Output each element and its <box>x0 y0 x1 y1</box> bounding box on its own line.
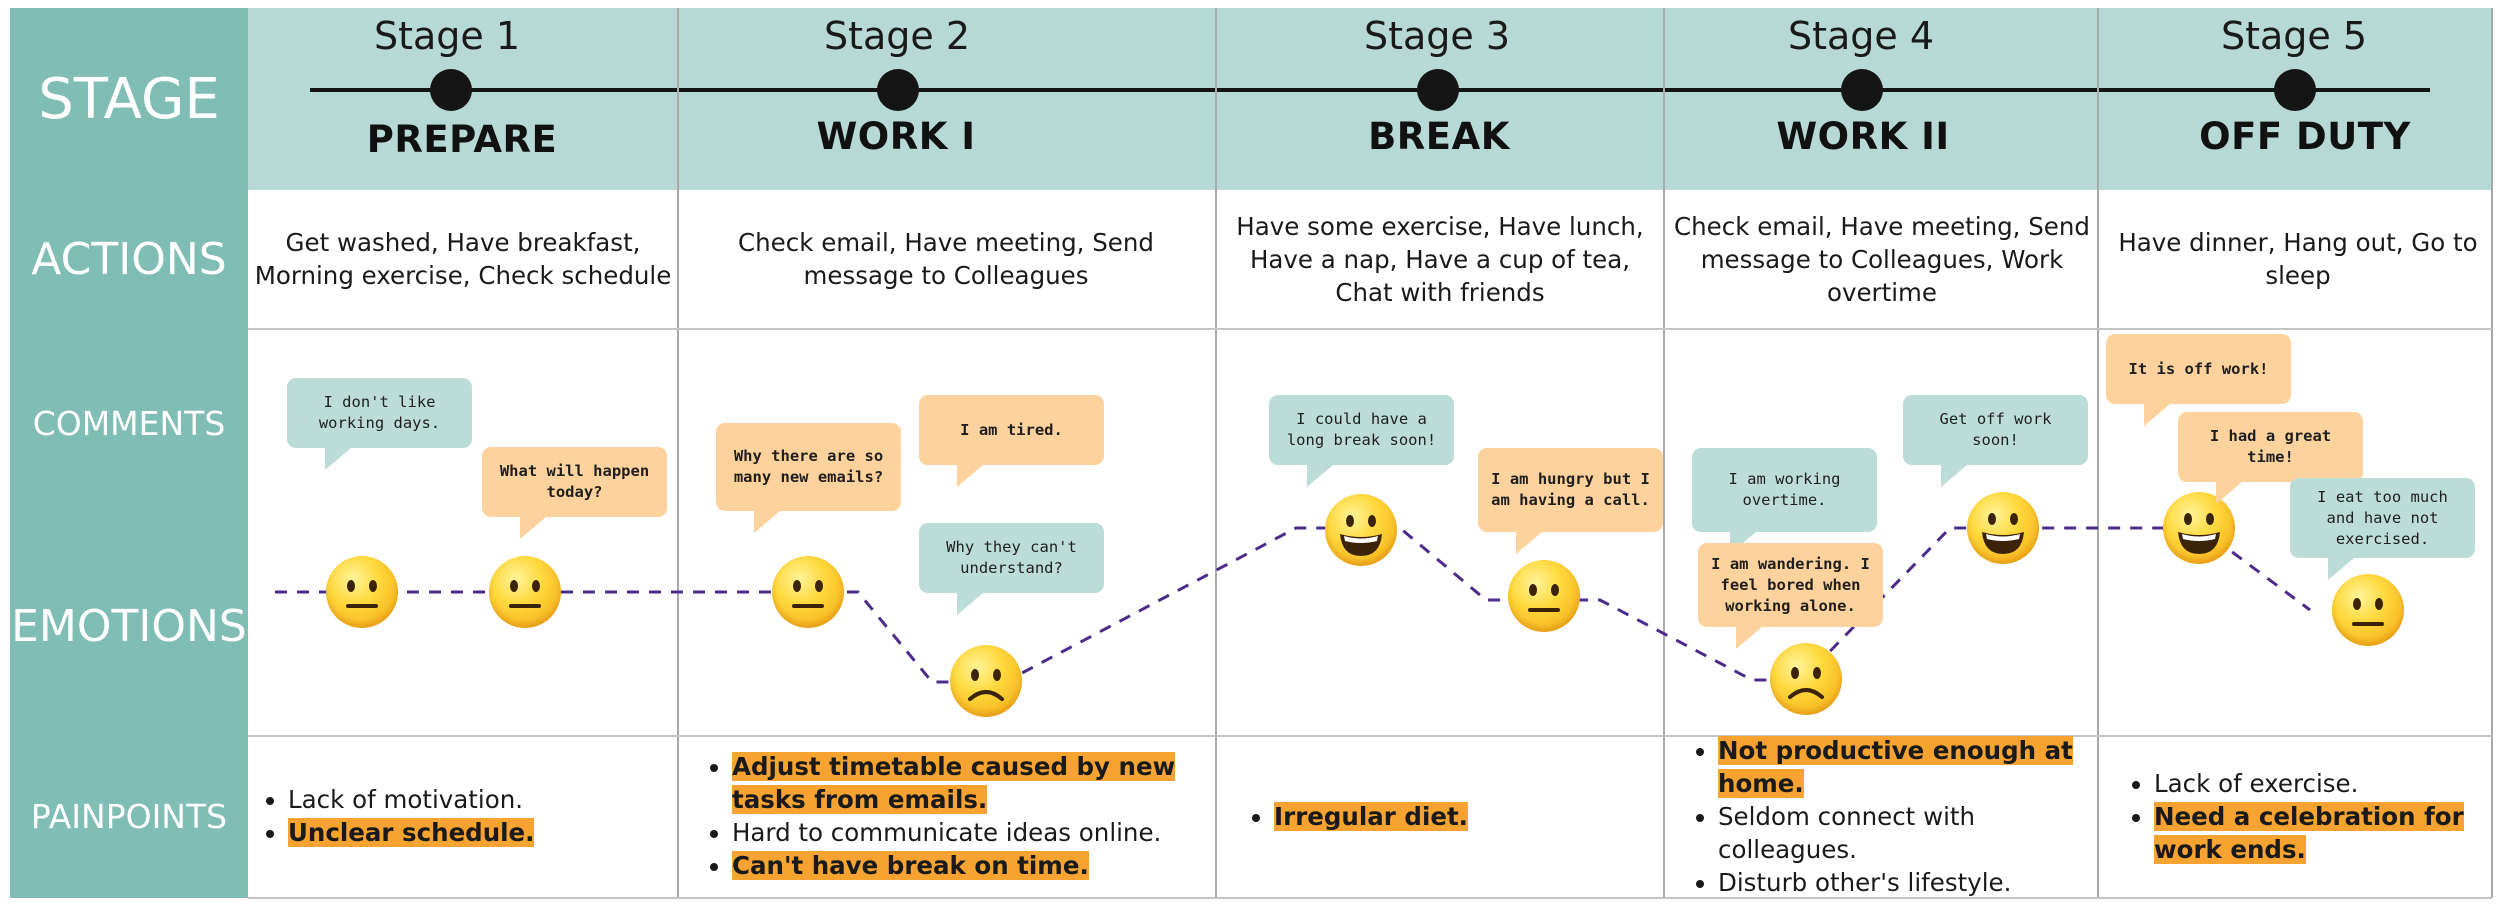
stage-5-actions: Have dinner, Hang out, Go to sleep <box>2118 228 2478 290</box>
painpoint-text-highlighted: Need a celebration for work ends. <box>2154 801 2464 864</box>
stage-2-number: Stage 2 <box>823 14 971 58</box>
painpoint-item: Unclear schedule. <box>288 816 535 849</box>
comment-bubble: I am working overtime. <box>1692 448 1877 554</box>
neutral-face-icon <box>772 556 844 628</box>
painpoint-list: Adjust timetable caused by new tasks fro… <box>706 750 1206 882</box>
painpoint-item: Seldom connect with colleagues. <box>1718 800 2092 866</box>
row-label-comments: COMMENTS <box>10 328 248 518</box>
painpoint-item: Disturb other's lifestyle. <box>1718 866 2092 899</box>
painpoint-list: Lack of motivation. Unclear schedule. <box>262 783 535 849</box>
painpoint-item: Irregular diet. <box>1274 800 1468 833</box>
stage-1-number: Stage 1 <box>373 14 521 58</box>
stage-1-actions: Get washed, Have breakfast, Morning exer… <box>254 228 672 290</box>
painpoint-text: Lack of motivation. <box>288 785 524 814</box>
comment-bubble: It is off work! <box>2106 334 2291 426</box>
stage-2-actions: Check email, Have meeting, Send message … <box>738 228 1154 290</box>
stage-4-actions: Check email, Have meeting, Send message … <box>1674 211 2090 307</box>
stage-2-name: WORK I <box>816 115 976 158</box>
column-divider <box>2097 8 2099 898</box>
stage-2-painpoints: Adjust timetable caused by new tasks fro… <box>706 740 1206 892</box>
stage-3-dot <box>1417 69 1459 111</box>
painpoint-item: Adjust timetable caused by new tasks fro… <box>732 750 1206 816</box>
painpoint-list: Irregular diet. <box>1248 800 1468 833</box>
stage-header-band <box>248 8 2492 190</box>
comment-bubble: Get off work soon! <box>1903 395 2088 487</box>
painpoint-text: Lack of exercise. <box>2154 768 2359 798</box>
painpoint-item: Can't have break on time. <box>732 849 1206 882</box>
column-divider <box>677 8 679 898</box>
neutral-face-icon <box>326 556 398 628</box>
neutral-face-icon <box>489 556 561 628</box>
painpoint-text: Hard to communicate ideas online. <box>732 818 1162 847</box>
stage-4-painpoints: Not productive enough at home. Seldom co… <box>1692 735 2092 897</box>
frowning-face-icon <box>950 645 1022 717</box>
neutral-face-icon <box>2332 574 2404 646</box>
stage-3-name: BREAK <box>1368 115 1510 158</box>
stage-4-number: Stage 4 <box>1787 14 1935 58</box>
stage-4-dot <box>1841 69 1883 111</box>
painpoint-list: Lack of exercise. Need a celebration for… <box>2128 767 2488 866</box>
stage-1-painpoints: Lack of motivation. Unclear schedule. <box>262 740 672 892</box>
painpoint-text-highlighted: Adjust timetable caused by new tasks fro… <box>732 752 1176 814</box>
stage-4-name: WORK II <box>1776 115 1950 158</box>
row-divider <box>248 735 2492 737</box>
stage-5-name: OFF DUTY <box>2199 115 2411 158</box>
stage-1-dot <box>430 69 472 111</box>
painpoint-item: Lack of motivation. <box>288 783 534 816</box>
painpoint-item: Lack of exercise. <box>2154 767 2488 800</box>
row-divider <box>248 897 2492 899</box>
painpoint-text: Disturb other's lifestyle. <box>1718 867 2012 897</box>
stage-timeline <box>310 88 2430 92</box>
painpoint-text-highlighted: Unclear schedule. <box>288 818 535 847</box>
stage-3-actions: Have some exercise, Have lunch, Have a n… <box>1236 211 1644 307</box>
painpoint-text-highlighted: Not productive enough at home. <box>1718 735 2073 798</box>
grinning-face-icon <box>1967 492 2039 564</box>
painpoint-item: Not productive enough at home. <box>1718 734 2092 800</box>
row-label-painpoints: PAINPOINTS <box>10 735 248 898</box>
comment-bubble: What will happen today? <box>482 447 667 539</box>
comment-bubble: I could have a long break soon! <box>1269 395 1454 487</box>
row-label-emotions: EMOTIONS <box>10 518 248 735</box>
comment-bubble: I am wandering. I feel bored when workin… <box>1698 543 1883 649</box>
column-divider <box>1663 8 1665 898</box>
grinning-face-icon <box>1325 494 1397 566</box>
comment-bubble: Why they can't understand? <box>919 523 1104 615</box>
row-label-stage: STAGE <box>10 8 248 190</box>
painpoint-list: Not productive enough at home. Seldom co… <box>1692 734 2092 899</box>
stage-3-number: Stage 3 <box>1363 14 1511 58</box>
painpoint-text: Seldom connect with colleagues. <box>1718 801 1976 864</box>
painpoint-item: Need a celebration for work ends. <box>2154 800 2488 866</box>
stage-5-painpoints: Lack of exercise. Need a celebration for… <box>2128 740 2488 892</box>
stage-2-dot <box>877 69 919 111</box>
stage-3-painpoints: Irregular diet. <box>1248 740 1658 892</box>
painpoint-text-highlighted: Can't have break on time. <box>732 851 1089 880</box>
column-divider <box>1215 8 1217 898</box>
row-divider <box>248 328 2492 330</box>
comment-bubble: I eat too much and have not exercised. <box>2290 478 2475 580</box>
comment-bubble: I am tired. <box>919 395 1104 487</box>
neutral-face-icon <box>1508 560 1580 632</box>
stage-5-number: Stage 5 <box>2220 14 2368 58</box>
column-divider <box>2491 8 2493 898</box>
row-label-actions: ACTIONS <box>10 190 248 328</box>
comment-bubble: Why there are so many new emails? <box>716 423 901 533</box>
stage-1-name: PREPARE <box>366 118 558 161</box>
comment-bubble: I am hungry but I am having a call. <box>1478 448 1663 554</box>
comment-bubble: I had a great time! <box>2178 412 2363 504</box>
painpoint-text-highlighted: Irregular diet. <box>1274 801 1468 831</box>
comment-bubble: I don't like working days. <box>287 378 472 470</box>
painpoint-item: Hard to communicate ideas online. <box>732 816 1206 849</box>
grinning-face-icon <box>2163 492 2235 564</box>
stage-5-dot <box>2274 69 2316 111</box>
frowning-face-icon <box>1770 643 1842 715</box>
